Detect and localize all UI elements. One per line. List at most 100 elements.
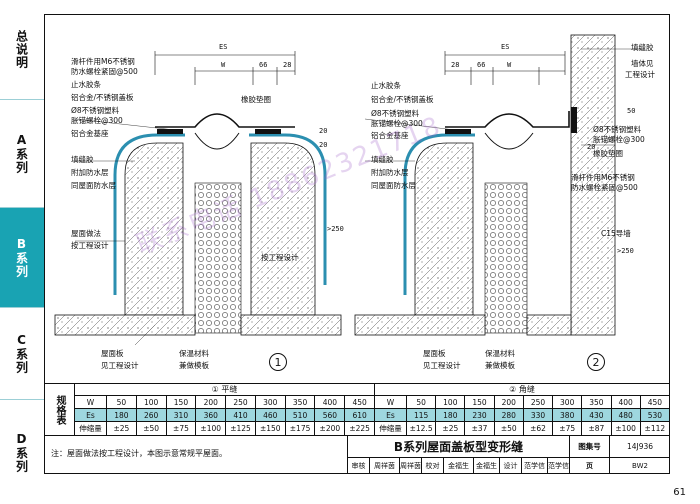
callout: 填缝胶 xyxy=(71,155,94,164)
spec-cell: 150 xyxy=(167,396,197,408)
spec-cell: 200 xyxy=(495,396,524,408)
spec-cell: 50 xyxy=(407,396,437,408)
spec-cell: 380 xyxy=(553,409,583,421)
spec-cell: 310 xyxy=(167,409,197,421)
callout: 橡胶垫圈 xyxy=(593,149,623,158)
drawing-corner-joint: ES W 28 66 50 20 >250 填缝胶 墙体见 工程设计 止水胶条 … xyxy=(345,15,669,381)
sig-cell: 周祥茵 xyxy=(370,458,400,474)
sig-cell: 金福生 xyxy=(474,458,500,474)
spec-cell: 300 xyxy=(256,396,286,408)
dim-250: >250 xyxy=(617,247,634,255)
drawing-flat-joint: ES W 66 28 20 20 >250 滑杆件用M6不锈钢 防水螺栓紧固@5… xyxy=(45,15,345,381)
spec-cell: 350 xyxy=(582,396,612,408)
spec-cell: 230 xyxy=(465,409,495,421)
dim-es: ES xyxy=(219,43,228,51)
spec-cell: 180 xyxy=(107,409,137,421)
callout: 滑杆件用M6不锈钢 xyxy=(71,57,135,66)
spec-cell: 100 xyxy=(436,396,466,408)
spec-cell: 560 xyxy=(315,409,346,421)
spec-cell: ±75 xyxy=(167,422,197,435)
callout: 兼做模板 xyxy=(485,361,515,370)
callout: 铝合金/不锈钢盖板 xyxy=(71,93,134,102)
spec-cell: 450 xyxy=(352,398,367,407)
spec-cell: 360 xyxy=(196,409,227,421)
spec-cell: ±37 xyxy=(465,422,495,435)
callout: 铝合金基座 xyxy=(71,129,109,138)
atlas-number: 14J936 xyxy=(610,436,670,458)
dim-66: 66 xyxy=(259,61,268,69)
spec-cell: 260 xyxy=(137,409,167,421)
spec-cell: 250 xyxy=(524,396,554,408)
spec-cell: ±75 xyxy=(553,422,583,435)
spec-row: 伸缩量±25±50±75±100±125±150±175±200±225 xyxy=(75,422,374,435)
callout: 防水螺栓紧固@500 xyxy=(571,183,638,192)
tab-c-series[interactable]: C系列 xyxy=(0,308,44,400)
spec-cell: 280 xyxy=(495,409,524,421)
callout: 填缝胶 xyxy=(371,155,394,164)
spec-row-key: Es xyxy=(375,409,407,421)
spec-cell: 510 xyxy=(286,409,316,421)
callout: 保温材料 xyxy=(485,349,515,358)
tab-c-series-label: C系列 xyxy=(14,333,29,374)
note-text: 注：屋面做法按工程设计，本图示意常规平屋面。 xyxy=(51,449,227,458)
dim-20b: 20 xyxy=(319,141,328,149)
spec-row-key: 伸缩量 xyxy=(75,422,107,435)
spec-side-label: 规格表 xyxy=(54,395,65,425)
tab-d-series[interactable]: D系列 xyxy=(0,400,44,504)
spec-row-key: W xyxy=(375,396,407,408)
callout: 附加防水层 xyxy=(371,168,409,177)
spec-row-key: W xyxy=(75,396,107,408)
tab-d-series-label: D系列 xyxy=(14,431,29,473)
callout: 附加防水层 xyxy=(71,168,109,177)
spec-cell: 100 xyxy=(137,396,167,408)
spec-cell: ±150 xyxy=(256,422,286,435)
spec-cell: ±225 xyxy=(349,424,370,433)
spec-cell: 410 xyxy=(226,409,256,421)
tab-general-label: 总说明 xyxy=(14,30,29,69)
tab-general[interactable]: 总说明 xyxy=(0,0,44,100)
dim-250: >250 xyxy=(327,225,344,233)
spec-cell: ±100 xyxy=(196,422,227,435)
spec-cell: ±100 xyxy=(612,422,641,435)
spec-cell: 480 xyxy=(612,409,641,421)
page-label: 页 xyxy=(570,458,610,474)
spec-cell: 150 xyxy=(465,396,495,408)
tab-b-series[interactable]: B系列 xyxy=(0,208,44,308)
spec-cell: 50 xyxy=(107,396,137,408)
dim-w: W xyxy=(221,61,226,69)
dim-50: 50 xyxy=(627,107,636,115)
spec-cell: ±50 xyxy=(137,422,167,435)
callout: 胀锚螺栓@300 xyxy=(593,135,645,144)
sig-cell: 校对 xyxy=(422,458,444,474)
atlas-label: 图集号 xyxy=(570,436,610,458)
spec-cell: ±50 xyxy=(495,422,524,435)
spec-cell: 300 xyxy=(553,396,583,408)
callout: Ø8不锈钢塑料 xyxy=(71,106,120,115)
spec-cell: ±112 xyxy=(644,424,666,433)
tab-a-series-label: A系列 xyxy=(14,133,29,174)
spec-cell: 450 xyxy=(647,398,663,407)
spec-row-key: 伸缩量 xyxy=(375,422,407,435)
callout: 铝合金/不锈钢盖板 xyxy=(371,95,434,104)
spec-cell: ±25 xyxy=(436,422,466,435)
callout: 见工程设计 xyxy=(101,361,139,370)
callout: 防水螺栓紧固@500 xyxy=(71,67,138,76)
spec-cell: 430 xyxy=(582,409,612,421)
drawing-corner-joint-svg xyxy=(354,34,645,336)
callout: 按工程设计 xyxy=(261,253,299,262)
spec-cell: 400 xyxy=(612,396,641,408)
sig-cell: 范学信 xyxy=(522,458,548,474)
drawing-flat-joint-svg xyxy=(54,51,342,346)
spec-cell: ±175 xyxy=(286,422,316,435)
callout: Ø8不锈钢塑料 xyxy=(371,109,420,118)
tab-a-series[interactable]: A系列 xyxy=(0,100,44,208)
spec-cell: 250 xyxy=(226,396,256,408)
callout: 保温材料 xyxy=(179,349,209,358)
callout: 填缝胶 xyxy=(631,43,654,52)
spec-cell: 530 xyxy=(647,411,663,420)
